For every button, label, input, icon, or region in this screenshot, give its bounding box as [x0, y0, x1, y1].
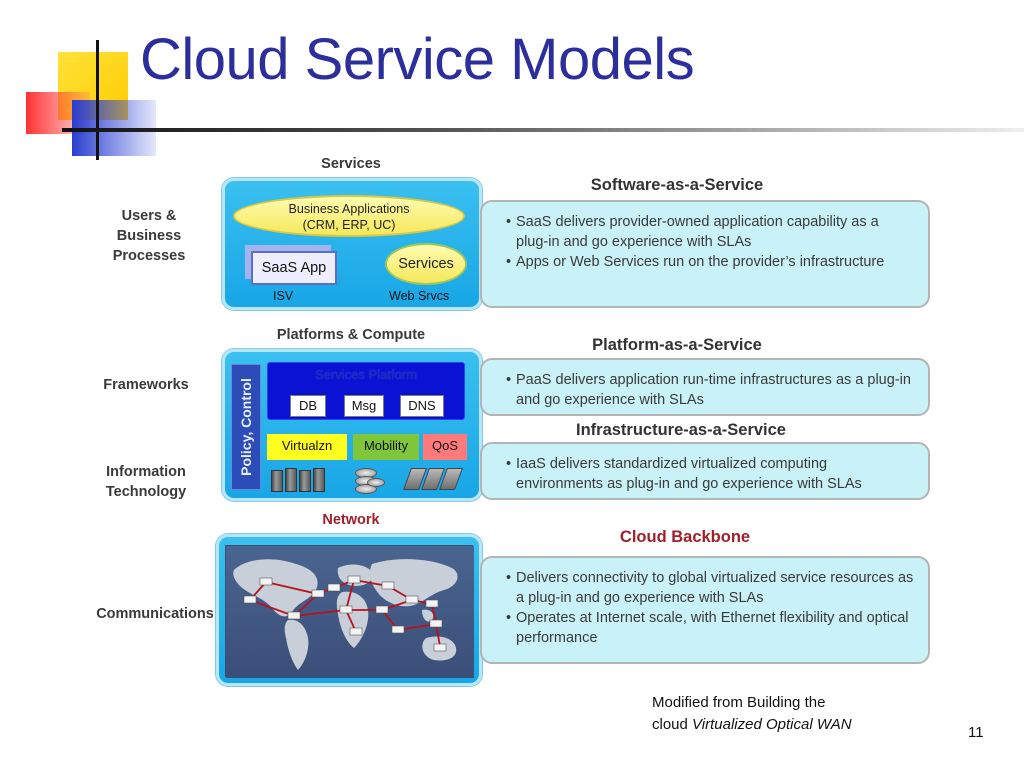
web-srvcs-label: Web Srvcs [389, 289, 450, 303]
server-cluster-icon [271, 466, 335, 494]
label-communications: Communications [96, 606, 214, 622]
backbone-bullet: Delivers connectivity to global virtuali… [504, 568, 914, 608]
title-deco-vertical-line [96, 40, 99, 160]
services-platform-box: Services Platform DB Msg DNS [267, 362, 465, 420]
network-panel [216, 534, 482, 686]
label-information-technology: Information Technology [86, 462, 206, 502]
label-users-business-processes: Users & Business Processes [96, 206, 202, 266]
isv-label: ISV [273, 289, 294, 303]
policy-control-label: Policy, Control [238, 378, 254, 476]
saas-bullet: SaaS delivers provider-owned application… [504, 212, 914, 252]
business-apps-line: (CRM, ERP, UC) [302, 218, 396, 232]
footnote: Modified from Building the cloud Virtual… [652, 692, 952, 736]
policy-control-bar: Policy, Control [231, 364, 261, 490]
iaas-bullet: IaaS delivers standardized virtualized c… [504, 454, 914, 494]
world-map [225, 545, 474, 678]
storage-disks-icon [353, 466, 389, 494]
chip-dns: DNS [400, 395, 444, 417]
page-number: 11 [968, 724, 984, 741]
header-services: Services [321, 156, 381, 172]
services-bubble: Services [385, 243, 467, 285]
header-network: Network [322, 512, 380, 528]
header-iaas: Infrastructure-as-a-Service [575, 421, 786, 439]
label-line: Users & [121, 208, 177, 224]
label-line: Technology [105, 484, 187, 500]
chip-msg: Msg [344, 395, 384, 417]
label-line: Information [106, 464, 186, 480]
business-applications-ellipse: Business Applications (CRM, ERP, UC) [233, 195, 465, 237]
footnote-italic: Virtualized Optical WAN [692, 716, 852, 733]
network-racks-icon [401, 464, 471, 494]
label-line: Processes [112, 248, 186, 264]
header-platforms-compute: Platforms & Compute [276, 327, 426, 343]
header-cloud-backbone: Cloud Backbone [619, 528, 751, 546]
title-underline [62, 128, 1024, 132]
business-apps-line: Business Applications [288, 202, 410, 216]
backbone-description: Delivers connectivity to global virtuali… [480, 556, 930, 664]
backbone-bullet: Operates at Internet scale, with Etherne… [504, 608, 914, 648]
chip-qos: QoS [423, 434, 467, 460]
services-platform-title: Services Platform [315, 367, 417, 382]
saas-description: SaaS delivers provider-owned application… [480, 200, 930, 308]
footnote-line: cloud Virtualized Optical WAN [652, 714, 952, 736]
world-map-icon [226, 546, 474, 678]
saas-app-box: SaaS App [251, 251, 337, 285]
paas-description: PaaS delivers application run-time infra… [480, 358, 930, 416]
label-line: Business [116, 228, 182, 244]
platforms-compute-panel: Policy, Control Services Platform DB Msg… [222, 349, 482, 501]
slide-title: Cloud Service Models [140, 27, 695, 92]
iaas-description: IaaS delivers standardized virtualized c… [480, 442, 930, 500]
paas-bullet: PaaS delivers application run-time infra… [504, 370, 914, 410]
chip-virtualzn: Virtualzn [267, 434, 347, 460]
header-paas: Platform-as-a-Service [592, 336, 762, 354]
chip-mobility: Mobility [353, 434, 419, 460]
footnote-prefix: cloud [652, 716, 693, 733]
services-panel: Business Applications (CRM, ERP, UC) Saa… [222, 178, 482, 310]
chip-db: DB [290, 395, 326, 417]
saas-bullet: Apps or Web Services run on the provider… [504, 252, 914, 272]
header-saas: Software-as-a-Service [590, 176, 764, 194]
label-frameworks: Frameworks [103, 377, 189, 393]
footnote-line: Modified from Building the [652, 694, 826, 711]
